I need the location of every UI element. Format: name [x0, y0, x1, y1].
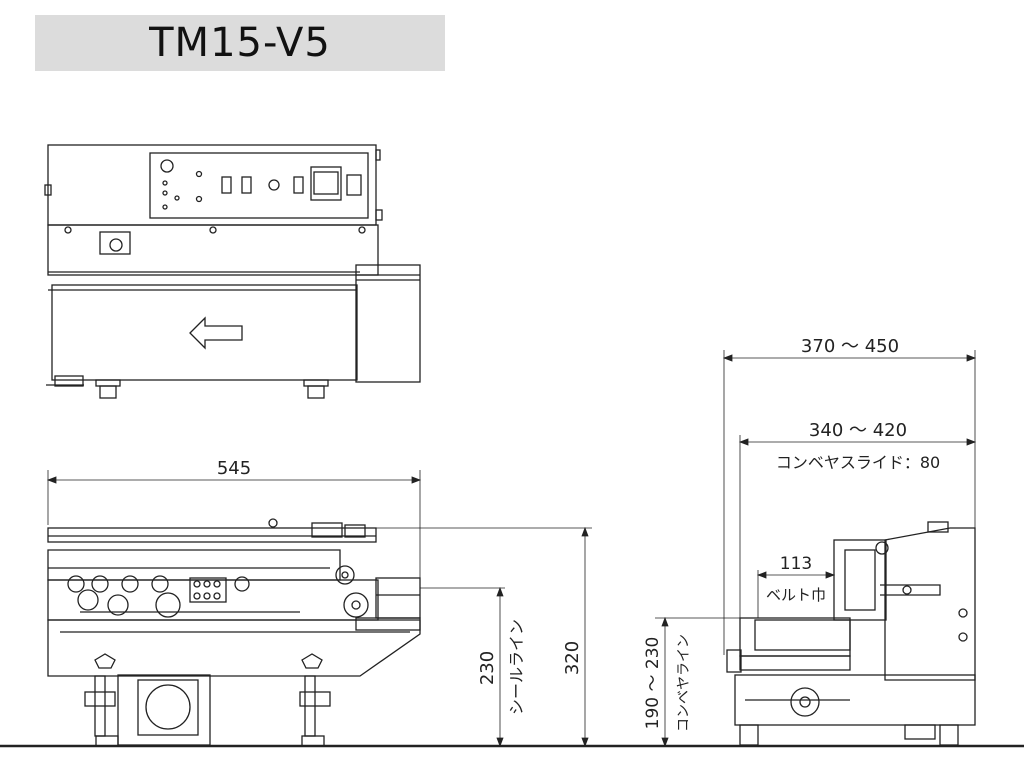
dimension-lines: [46, 350, 977, 748]
dim-seal-height: 230: [477, 651, 498, 685]
side-view: [726, 521, 976, 746]
dim-height-total: 320: [562, 641, 583, 675]
belt-width-label: ベルト巾: [766, 586, 826, 604]
model-title: TM15-V5: [149, 20, 331, 66]
title-box: TM15-V5: [35, 15, 445, 71]
conveyor-line-label: コンベヤライン: [676, 634, 692, 732]
dim-depth-conveyor: 340 ～ 420: [809, 420, 907, 441]
direction-arrow-icon: [189, 316, 243, 350]
top-view: [44, 144, 421, 399]
dim-conveyor-height: 190 ～ 230: [643, 637, 663, 730]
dim-width-total: 545: [217, 458, 251, 479]
conveyor-slide-label: コンベヤスライド：80: [776, 453, 940, 472]
dim-depth-total: 370 ～ 450: [801, 336, 899, 357]
front-view: [47, 518, 421, 747]
dim-belt-width: 113: [780, 554, 812, 574]
seal-line-label: シールライン: [507, 619, 526, 715]
